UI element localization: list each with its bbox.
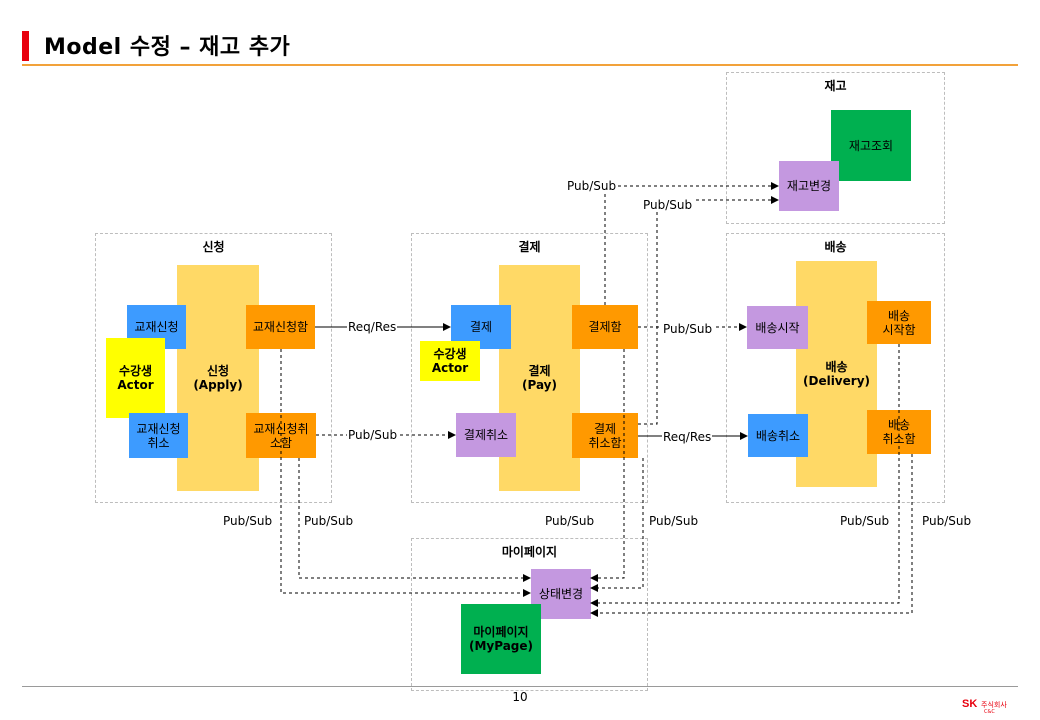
arrow-paycancel-to-inventory (638, 196, 779, 425)
actor-student-apply: 수강생 Actor (106, 338, 165, 418)
context-apply: 신청 (95, 233, 332, 503)
arrow-paycancel-to-status (590, 458, 644, 592)
command-apply-cancel: 교재신청 취소 (129, 413, 188, 458)
label-pub-sub: Pub/Sub (648, 514, 700, 528)
label-req-res: Req/Res (347, 320, 398, 334)
arrow-applycancel-to-status (298, 458, 531, 582)
label-req-res: Req/Res (662, 430, 713, 444)
label-pub-sub: Pub/Sub (222, 514, 274, 528)
event-applied: 교재신청함 (246, 305, 315, 349)
arrow-deliverystart-to-status (590, 344, 900, 607)
aggregate-apply: 신청 (Apply) (177, 265, 259, 491)
company-logo-subtext: 주식회사 (981, 701, 1007, 709)
policy-inventory-change: 재고변경 (779, 161, 839, 211)
event-paid: 결제함 (572, 305, 638, 349)
context-title: 결제 (518, 240, 541, 254)
footer-divider (22, 686, 1018, 687)
context-delivery: 배송 (726, 233, 945, 503)
context-title: 배송 (824, 240, 847, 254)
event-pay-cancelled: 결제 취소함 (572, 413, 638, 458)
page-number: 10 (512, 690, 528, 704)
page-title: Model 수정 – 재고 추가 (44, 35, 291, 60)
event-delivery-started: 배송 시작함 (867, 301, 931, 344)
company-logo-subtext: C&C (984, 709, 995, 715)
context-inventory: 재고 (726, 72, 945, 224)
arrow-applied-to-status (280, 349, 531, 597)
context-title: 신청 (202, 240, 225, 254)
policy-status-change: 상태변경 (531, 569, 591, 619)
label-pub-sub: Pub/Sub (347, 428, 399, 442)
arrow-deliverycancel-to-status (590, 454, 913, 617)
label-pub-sub: Pub/Sub (662, 322, 714, 336)
arrow-paid-to-inventory (604, 182, 779, 305)
context-payment: 결제 (411, 233, 648, 503)
policy-delivery-start: 배송시작 (747, 306, 808, 349)
aggregate-delivery: 배송 (Delivery) (796, 261, 877, 487)
policy-pay-cancel: 결제취소 (456, 413, 516, 457)
title-accent-bar (22, 31, 29, 61)
readmodel-inventory-view: 재고조회 (831, 110, 911, 181)
context-title: 재고 (824, 79, 847, 93)
label-pub-sub: Pub/Sub (566, 179, 618, 193)
label-pub-sub: Pub/Sub (921, 514, 973, 528)
title-divider (22, 64, 1018, 66)
label-pub-sub: Pub/Sub (642, 198, 694, 212)
label-pub-sub: Pub/Sub (839, 514, 891, 528)
label-pub-sub: Pub/Sub (544, 514, 596, 528)
label-pub-sub: Pub/Sub (303, 514, 355, 528)
context-mypage: 마이페이지 (411, 538, 648, 691)
command-delivery-cancel: 배송취소 (748, 414, 808, 457)
actor-student-pay: 수강생 Actor (420, 341, 480, 381)
company-logo: SK (962, 698, 978, 710)
command-apply: 교재신청 (127, 305, 186, 349)
context-title: 마이페이지 (501, 545, 558, 559)
arrow-paid-to-status (590, 349, 625, 582)
readmodel-mypage: 마이페이지 (MyPage) (461, 604, 541, 674)
